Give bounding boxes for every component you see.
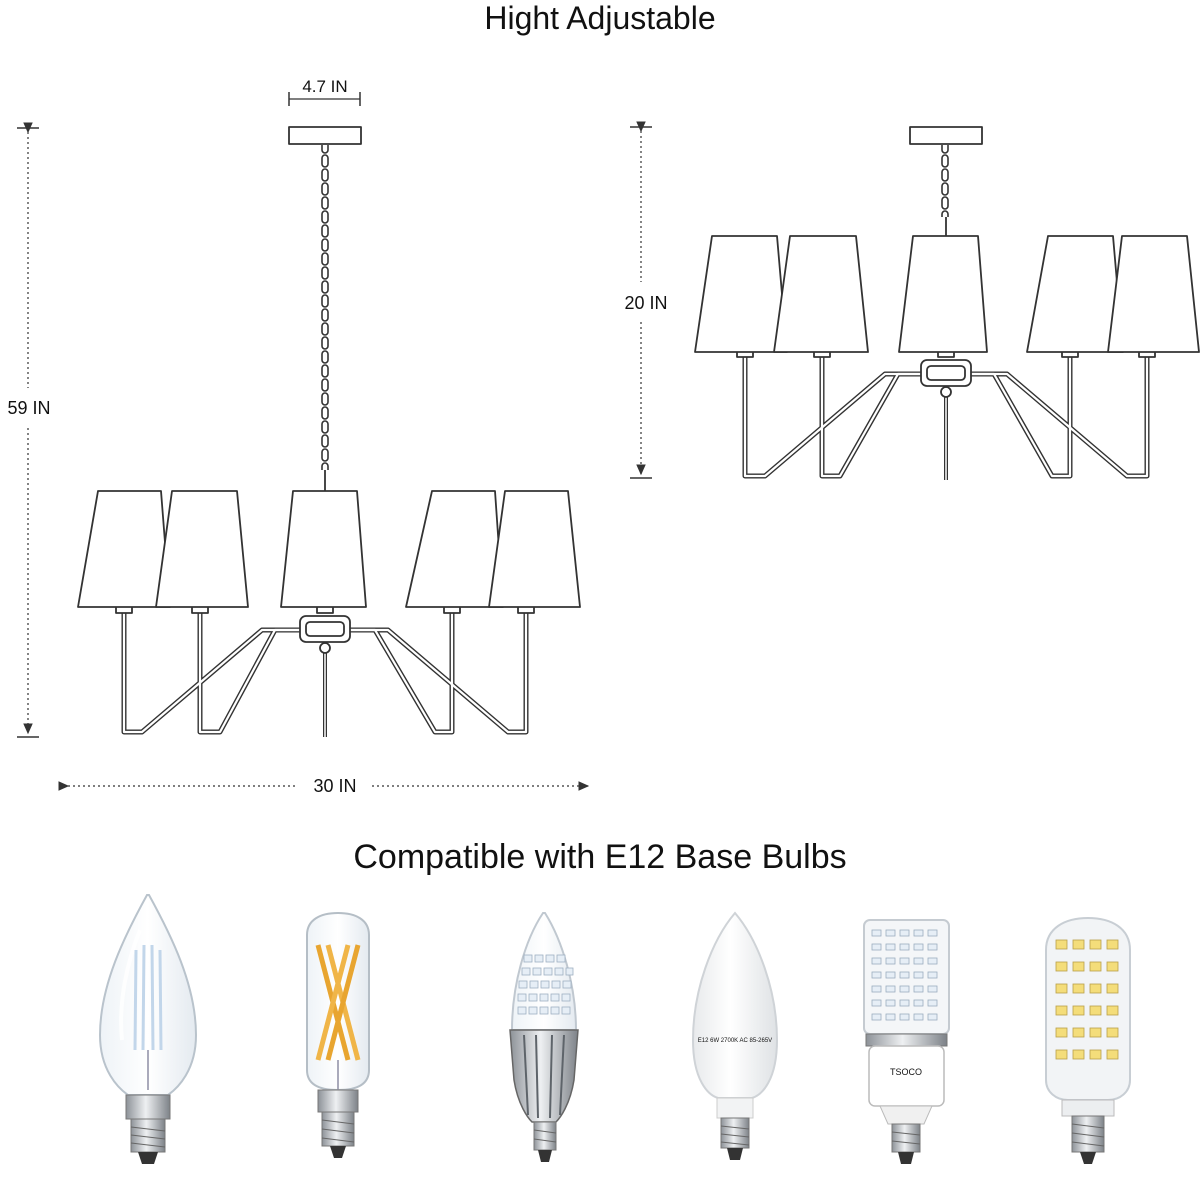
max-height-label: 59 IN [7,398,50,418]
min-height-label: 20 IN [624,293,667,313]
lamp-shade [1107,235,1200,353]
height-adjustable-heading: Hight Adjustable [484,0,716,36]
frosted-candle-bulb-icon: E12 6W 2700K AC 85-265V [691,911,779,1160]
lamp-shade [405,490,504,608]
ceiling-canopy [288,126,362,145]
chandelier-compact [694,126,1200,480]
center-hub [920,359,972,398]
canopy-width-label: 4.7 IN [302,77,347,96]
mini-led-capsule-bulb-icon [1045,916,1131,1164]
width-label: 30 IN [313,776,356,796]
center-hub [299,615,351,654]
amber-tubular-filament-bulb-icon [306,911,370,1158]
chandelier-extended [77,126,581,737]
lamp-shade [280,490,367,608]
led-candle-bulb-silver-base-icon [509,912,579,1162]
filament-candle-bulb-icon [98,894,198,1164]
lamp-shade [898,235,988,353]
compatible-bulbs-heading: Compatible with E12 Base Bulbs [353,838,847,876]
min-height-dimension: 20 IN [624,121,668,479]
bulb-print-text: E12 6W 2700K AC 85-265V [698,1038,772,1044]
max-height-dimension: 59 IN [7,122,51,738]
hanging-chain [941,145,951,217]
ceiling-canopy [909,126,983,145]
corn-led-bulb-icon: TSOCO [863,919,950,1164]
lamp-shade [694,235,788,353]
lamp-shade [77,490,171,608]
hanging-chain [320,145,330,470]
lamp-shade [155,490,249,608]
lamp-shade [1026,235,1124,353]
lamp-shade [488,490,581,608]
canopy-width-dimension: 4.7 IN [288,77,361,106]
bulb-brand-text: TSOCO [890,1067,922,1077]
width-dimension: 30 IN [58,776,590,796]
lamp-shade [773,235,869,353]
